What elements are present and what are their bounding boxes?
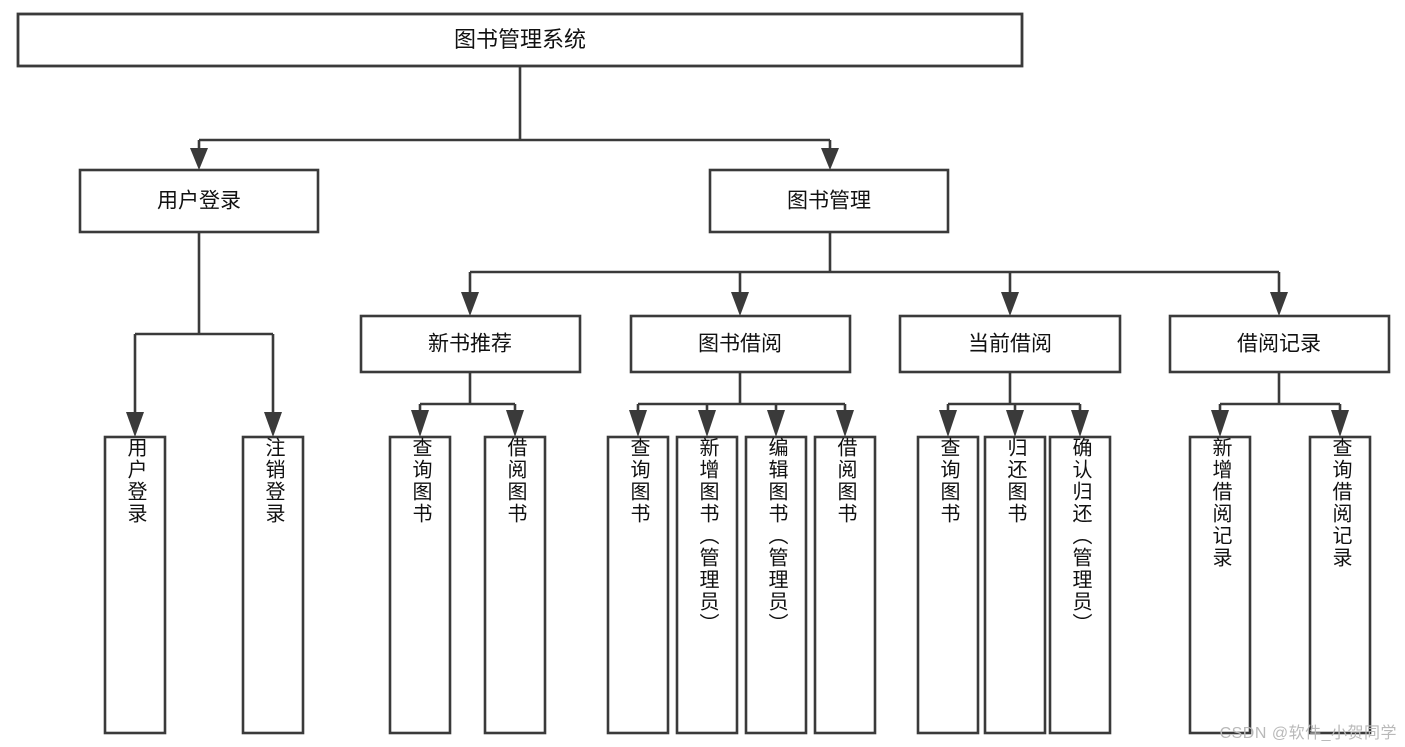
node-root-label: 图书管理系统 bbox=[454, 27, 586, 52]
node-borrow-record-box[interactable] bbox=[1168, 314, 1391, 374]
node-new-book-recommend-label: 新书推荐 bbox=[428, 333, 512, 356]
node-current-borrow[interactable]: 当前借阅 bbox=[898, 314, 1122, 374]
arrowhead-to-borrow-record bbox=[1270, 292, 1288, 316]
connector-root-to-level2 bbox=[197, 66, 832, 152]
arrowhead-to-current-borrow bbox=[1001, 292, 1019, 316]
connector-userlogin-to-leaves bbox=[126, 232, 282, 437]
leaf-box-query-borrow-record[interactable] bbox=[1308, 435, 1372, 735]
node-new-book-recommend[interactable]: 新书推荐 bbox=[359, 314, 582, 374]
node-book-manage-label: 图书管理 bbox=[787, 190, 871, 213]
leaf-box-edit-book-admin[interactable] bbox=[744, 435, 808, 735]
arrowhead-to-book-borrow bbox=[731, 292, 749, 316]
nodes-layer: 图书管理系统 用户登录 图书管理 新书推荐 图书借阅 bbox=[16, 12, 1391, 735]
connector-bookborrow-to-leaves bbox=[629, 372, 854, 437]
leaf-box-query-book-1[interactable] bbox=[388, 435, 452, 735]
node-new-book-recommend-box[interactable] bbox=[359, 314, 582, 374]
connector-currentborrow-to-leaves bbox=[939, 372, 1089, 437]
leaf-box-add-book-admin[interactable] bbox=[675, 435, 739, 735]
leaf-box-query-book-3[interactable] bbox=[916, 435, 980, 735]
connectors-layer bbox=[126, 66, 1349, 437]
leaf-box-confirm-return[interactable] bbox=[1048, 435, 1112, 735]
connector-borrowrecord-to-leaves bbox=[1211, 372, 1349, 437]
leaf-box-query-book-2[interactable] bbox=[606, 435, 670, 735]
leaf-boxes-layer bbox=[103, 435, 1372, 735]
node-user-login-box[interactable] bbox=[78, 168, 320, 234]
arrowhead-to-user-login bbox=[190, 148, 208, 170]
csdn-watermark: CSDN @软件_小贺同学 bbox=[1219, 725, 1397, 742]
leaf-box-logout[interactable] bbox=[241, 435, 305, 735]
node-root[interactable]: 图书管理系统 bbox=[16, 12, 1024, 68]
node-root-box[interactable] bbox=[16, 12, 1024, 68]
leaf-box-borrow-book-1[interactable] bbox=[483, 435, 547, 735]
leaf-box-user-login[interactable] bbox=[103, 435, 167, 735]
connector-newbook-to-leaves bbox=[411, 372, 524, 437]
leaf-box-return-book[interactable] bbox=[983, 435, 1047, 735]
node-book-borrow[interactable]: 图书借阅 bbox=[629, 314, 852, 374]
node-user-login-label: 用户登录 bbox=[157, 190, 241, 213]
leaf-box-add-borrow-record[interactable] bbox=[1188, 435, 1252, 735]
node-book-manage-box[interactable] bbox=[708, 168, 950, 234]
connector-bookmanage-to-level3 bbox=[468, 232, 1281, 296]
node-current-borrow-box[interactable] bbox=[898, 314, 1122, 374]
node-borrow-record-label: 借阅记录 bbox=[1237, 333, 1321, 356]
arrowhead-to-book-manage bbox=[821, 148, 839, 170]
leaf-box-borrow-book-2[interactable] bbox=[813, 435, 877, 735]
arrowhead-to-new-book-recommend bbox=[461, 292, 479, 316]
node-user-login[interactable]: 用户登录 bbox=[78, 168, 320, 234]
node-borrow-record[interactable]: 借阅记录 bbox=[1168, 314, 1391, 374]
node-book-manage[interactable]: 图书管理 bbox=[708, 168, 950, 234]
node-book-borrow-box[interactable] bbox=[629, 314, 852, 374]
node-current-borrow-label: 当前借阅 bbox=[968, 333, 1052, 356]
node-book-borrow-label: 图书借阅 bbox=[698, 333, 782, 356]
